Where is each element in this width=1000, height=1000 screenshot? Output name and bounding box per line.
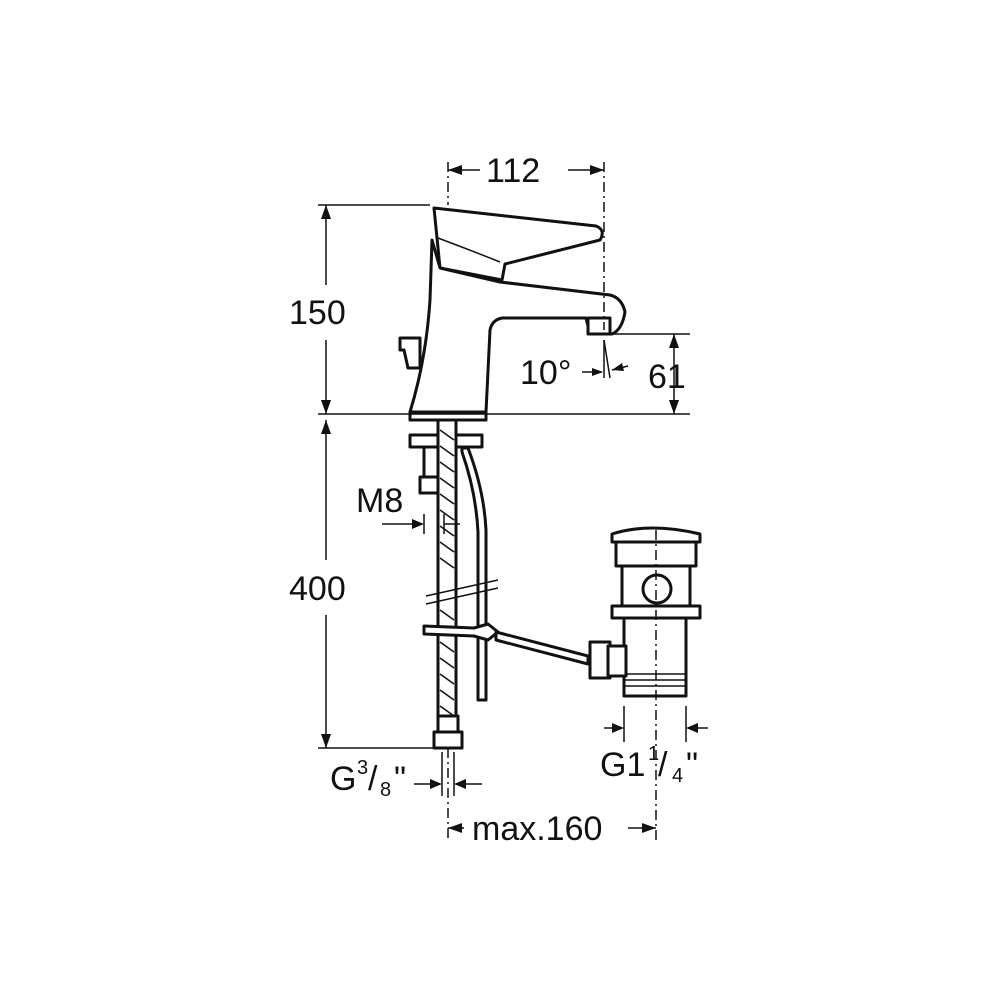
linkage-clip <box>422 622 500 642</box>
label-g114: G1 1 / 4 " <box>600 743 698 787</box>
arrow-max160-left <box>448 823 462 833</box>
arrow-angle-right <box>612 363 624 371</box>
svg-text:1: 1 <box>648 743 659 765</box>
popup-rod <box>460 446 488 702</box>
arrow-m8 <box>412 519 424 529</box>
under-counter-fittings <box>408 418 590 750</box>
linkage-connector-2 <box>606 644 628 678</box>
faucet-body <box>398 206 627 422</box>
faucet-column <box>408 238 627 414</box>
svg-text:G1: G1 <box>600 746 645 784</box>
svg-text:": " <box>394 760 406 798</box>
svg-text:4: 4 <box>672 765 683 787</box>
arrow-g114-right <box>686 723 698 733</box>
label-height-61: 61 <box>648 358 686 396</box>
waste-thread <box>624 673 686 687</box>
arrow-g114-left <box>612 723 624 733</box>
arrow-150-top <box>321 205 331 219</box>
arrow-g38-right <box>454 779 466 789</box>
arrow-g38-left <box>430 779 442 789</box>
popup-knob <box>398 336 422 370</box>
arrow-400-bottom <box>321 734 331 748</box>
waste-tail <box>622 616 688 698</box>
popup-waste <box>588 526 702 698</box>
label-width-112: 112 <box>486 152 540 190</box>
label-height-150: 150 <box>289 294 346 332</box>
label-g38: G 3 / 8 " <box>330 757 406 801</box>
svg-text:/: / <box>658 746 668 784</box>
arrow-150-bottom <box>321 400 331 414</box>
lever-highlight <box>437 237 501 263</box>
svg-text:": " <box>686 746 698 784</box>
dimension-lines <box>318 162 708 840</box>
svg-text:/: / <box>368 760 378 798</box>
arrow-61-bottom <box>669 400 679 414</box>
angle-line-tilted <box>603 339 611 379</box>
hose-collar <box>436 714 460 734</box>
label-max-160: max.160 <box>472 810 602 848</box>
label-height-400: 400 <box>289 570 346 608</box>
arrow-width-left <box>448 165 462 175</box>
lever-handle <box>432 206 604 282</box>
arrow-angle-left <box>592 368 603 376</box>
svg-text:8: 8 <box>380 779 391 801</box>
label-m8: M8 <box>356 482 403 520</box>
arrow-max160-right <box>642 823 656 833</box>
arrow-61-top <box>669 334 679 348</box>
arrow-width-right <box>590 165 604 175</box>
svg-text:G: G <box>330 760 356 798</box>
arrow-400-top <box>321 420 331 434</box>
label-angle-10: 10° <box>520 354 571 392</box>
linkage-rod <box>494 630 590 666</box>
aerator <box>586 316 612 336</box>
svg-text:3: 3 <box>357 757 368 779</box>
dimension-labels: 112 150 400 10° 61 M8 G 3 / 8 " G1 1 / 4… <box>289 152 698 848</box>
overflow-hole <box>641 573 673 605</box>
hose-nut <box>432 730 464 750</box>
break-lines <box>425 579 499 605</box>
